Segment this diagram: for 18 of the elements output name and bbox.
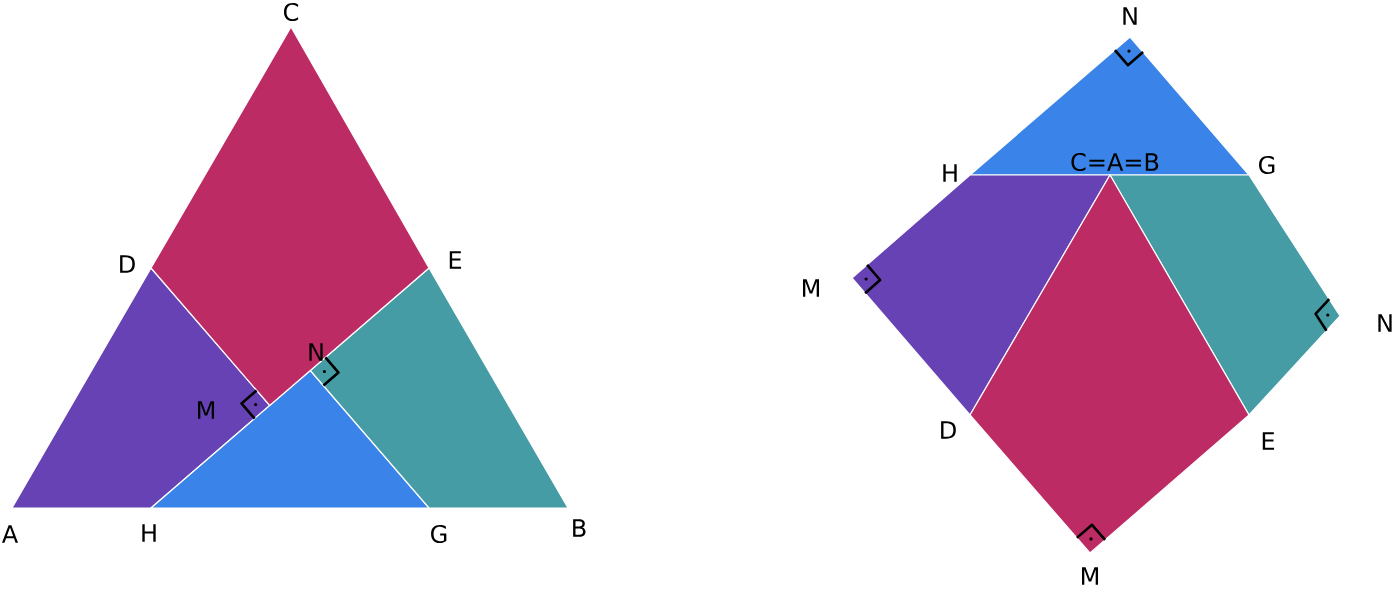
point-label: M [1082, 567, 1098, 585]
point-label: E [449, 251, 462, 269]
point-label: G [431, 524, 447, 544]
point-label: D [941, 421, 956, 439]
point-label: H [943, 164, 957, 182]
point-label: N [309, 343, 323, 361]
point-label: E [1262, 432, 1275, 450]
point-label: D [120, 255, 135, 273]
point-label: A [2, 525, 18, 543]
point-label: C=A=B [1071, 152, 1159, 172]
point-label: N [1123, 7, 1137, 25]
point-label: H [142, 524, 156, 542]
point-label: G [1259, 155, 1275, 175]
point-label: M [198, 401, 215, 419]
point-label: B [573, 519, 586, 537]
point-label: N [1378, 314, 1392, 332]
point-label: M [803, 279, 819, 297]
point-label: C [284, 2, 299, 22]
